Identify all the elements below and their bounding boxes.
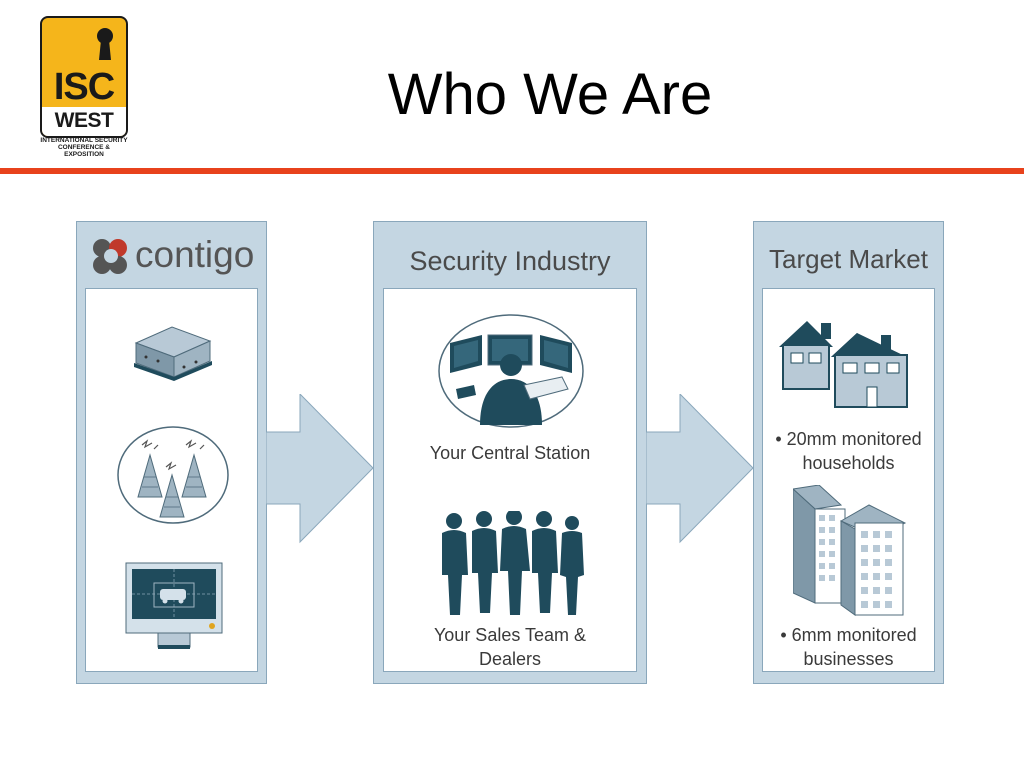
contigo-panel-body xyxy=(85,288,258,672)
households-caption: • 20mm monitored households xyxy=(775,429,922,473)
central-station-caption: Your Central Station xyxy=(429,443,591,463)
arrow-right-icon xyxy=(646,394,754,544)
arrow-right-icon xyxy=(266,394,374,544)
security-industry-panel: Security Industry Your Central Station xyxy=(373,221,647,684)
businesses-caption: • 6mm monitored businesses xyxy=(780,625,917,669)
cell-towers-icon xyxy=(116,425,230,525)
contigo-brand-text: contigo xyxy=(135,234,255,275)
accent-divider xyxy=(0,168,1024,174)
logo-isc-text: ISC xyxy=(53,66,115,108)
security-industry-title: Security Industry xyxy=(409,246,611,276)
logo-west-text: WEST xyxy=(54,109,114,132)
security-industry-panel-body: Your Central Station Your Sales Team & D… xyxy=(383,288,637,672)
logo-tagline-line2: CONFERENCE & EXPOSITION xyxy=(57,144,110,158)
office-buildings-icon xyxy=(793,485,907,617)
isc-west-logo: ISC WEST INTERNATIONAL SECURITY CONFEREN… xyxy=(40,16,128,158)
page-title: Who We Are xyxy=(387,62,713,127)
contigo-logo-icon xyxy=(91,236,131,276)
contigo-brand: contigo xyxy=(89,232,259,280)
logo-tagline-line1: INTERNATIONAL SECURITY xyxy=(40,137,128,144)
sales-team-caption: Your Sales Team & Dealers xyxy=(433,625,587,669)
houses-icon xyxy=(777,317,911,411)
central-station-icon xyxy=(436,313,586,433)
device-box-icon xyxy=(132,311,214,381)
logo-tagline: INTERNATIONAL SECURITY CONFERENCE & EXPO… xyxy=(40,137,128,158)
sales-team-icon xyxy=(438,511,584,621)
target-market-panel: Target Market • 20mm monitored household… xyxy=(753,221,944,684)
keyhole-icon xyxy=(92,26,118,62)
target-market-panel-body: • 20mm monitored households xyxy=(762,288,935,672)
target-market-title: Target Market xyxy=(769,244,928,274)
tracking-monitor-icon xyxy=(124,561,224,653)
logo-badge: ISC WEST xyxy=(40,16,128,138)
contigo-panel: contigo xyxy=(76,221,267,684)
